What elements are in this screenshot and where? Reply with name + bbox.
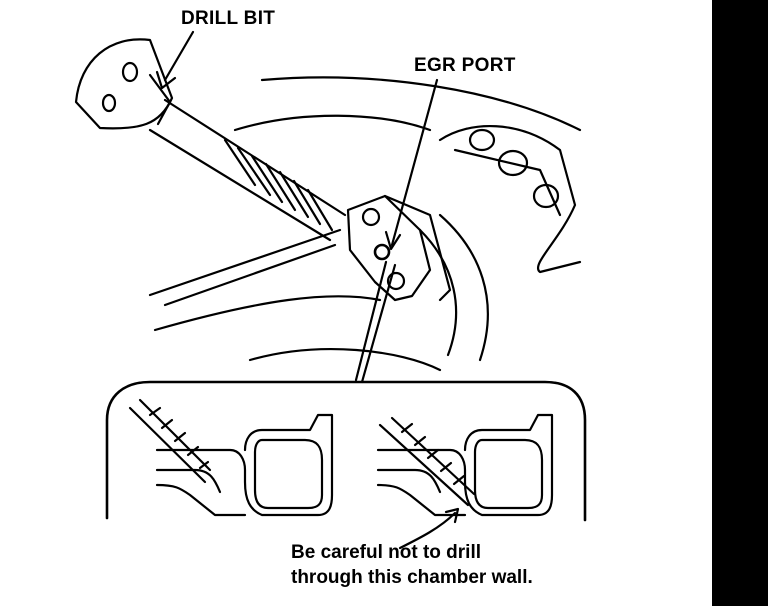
left-drill-twist-1 bbox=[148, 406, 162, 417]
cover-hole-2 bbox=[497, 149, 529, 177]
head-lower-edge-3 bbox=[163, 243, 337, 307]
detail-pointer-line bbox=[354, 260, 388, 382]
drill-flute-6 bbox=[292, 179, 322, 226]
egr-port-hole bbox=[373, 243, 391, 261]
left-chamber-passage-2 bbox=[155, 468, 222, 494]
left-drill-twist-3 bbox=[173, 431, 187, 443]
drill-chuck-hole-1 bbox=[121, 61, 139, 83]
egr-boss-hole-upper bbox=[361, 207, 381, 227]
drill-shank-bottom bbox=[148, 128, 332, 242]
right-drill-twist-1 bbox=[400, 422, 414, 434]
caution-arrow-line bbox=[398, 511, 457, 550]
right-chamber-passage-2 bbox=[376, 468, 442, 494]
left-chamber-inner bbox=[253, 438, 324, 510]
cover-block-inner bbox=[453, 148, 562, 217]
right-drill-edge-2 bbox=[390, 416, 476, 496]
drill-flute-4 bbox=[264, 162, 297, 212]
cover-hole-3 bbox=[532, 183, 560, 209]
head-lower-edge-4 bbox=[248, 348, 442, 372]
left-chamber-passage bbox=[155, 483, 247, 517]
right-chamber-inner bbox=[473, 438, 544, 510]
egr-port-arrow-line bbox=[390, 78, 439, 247]
right-drill-twist-4 bbox=[439, 461, 453, 473]
egr-boss bbox=[346, 194, 432, 302]
head-lower-edge-2 bbox=[148, 228, 342, 297]
left-chamber-outer bbox=[155, 413, 334, 517]
head-lower-edge bbox=[153, 295, 382, 332]
cover-block bbox=[438, 125, 582, 274]
drill-chuck-hole-2 bbox=[101, 93, 117, 113]
cover-hole-1 bbox=[468, 128, 496, 152]
head-curve-right-inner bbox=[418, 228, 458, 357]
drill-shank-top bbox=[163, 98, 347, 217]
caution-note: Be careful not to drill through this cha… bbox=[291, 540, 533, 590]
right-drill-edge-1 bbox=[378, 423, 470, 507]
detail-pointer-line-2 bbox=[360, 263, 397, 384]
drill-flute-3 bbox=[250, 154, 284, 204]
caution-arrow-head bbox=[444, 507, 460, 524]
left-drill-twist-2 bbox=[160, 418, 174, 430]
caution-note-line-1: Be careful not to drill bbox=[291, 542, 482, 563]
caution-note-line-2: through this chamber wall. bbox=[291, 567, 533, 588]
drawing bbox=[74, 30, 587, 550]
head-curve-right bbox=[438, 213, 489, 362]
right-edge-bar bbox=[712, 0, 768, 606]
right-drill-twist-2 bbox=[413, 435, 427, 447]
left-drill-twist-4 bbox=[186, 445, 200, 457]
left-drill-edge-1 bbox=[128, 406, 207, 484]
drill-chuck bbox=[74, 38, 174, 130]
drill-bit-arrow-line bbox=[163, 30, 195, 82]
egr-boss-flange bbox=[383, 194, 452, 302]
drill-flute-2 bbox=[236, 146, 272, 197]
right-chamber-passage bbox=[376, 483, 467, 517]
detail-inset-frame bbox=[105, 380, 587, 522]
egr-port-arrow-head bbox=[384, 230, 402, 251]
left-drill-edge-2 bbox=[138, 398, 212, 472]
drill-flute-1 bbox=[223, 138, 257, 187]
egr-boss-hole-lower bbox=[386, 271, 406, 291]
left-drill-twist-5 bbox=[198, 460, 210, 470]
right-chamber-outer bbox=[376, 413, 554, 517]
drill-bit-arrow-head bbox=[155, 70, 177, 90]
drill-flute-7 bbox=[306, 188, 334, 232]
right-drill-twist-5 bbox=[452, 474, 466, 486]
drill-bit-label: DRILL BIT bbox=[181, 8, 276, 29]
egr-port-label: EGR PORT bbox=[414, 55, 516, 76]
drill-flute-5 bbox=[278, 170, 310, 219]
head-arc-mid bbox=[233, 114, 432, 132]
right-drill-twist-3 bbox=[426, 448, 440, 460]
head-arc-outer bbox=[260, 76, 582, 132]
